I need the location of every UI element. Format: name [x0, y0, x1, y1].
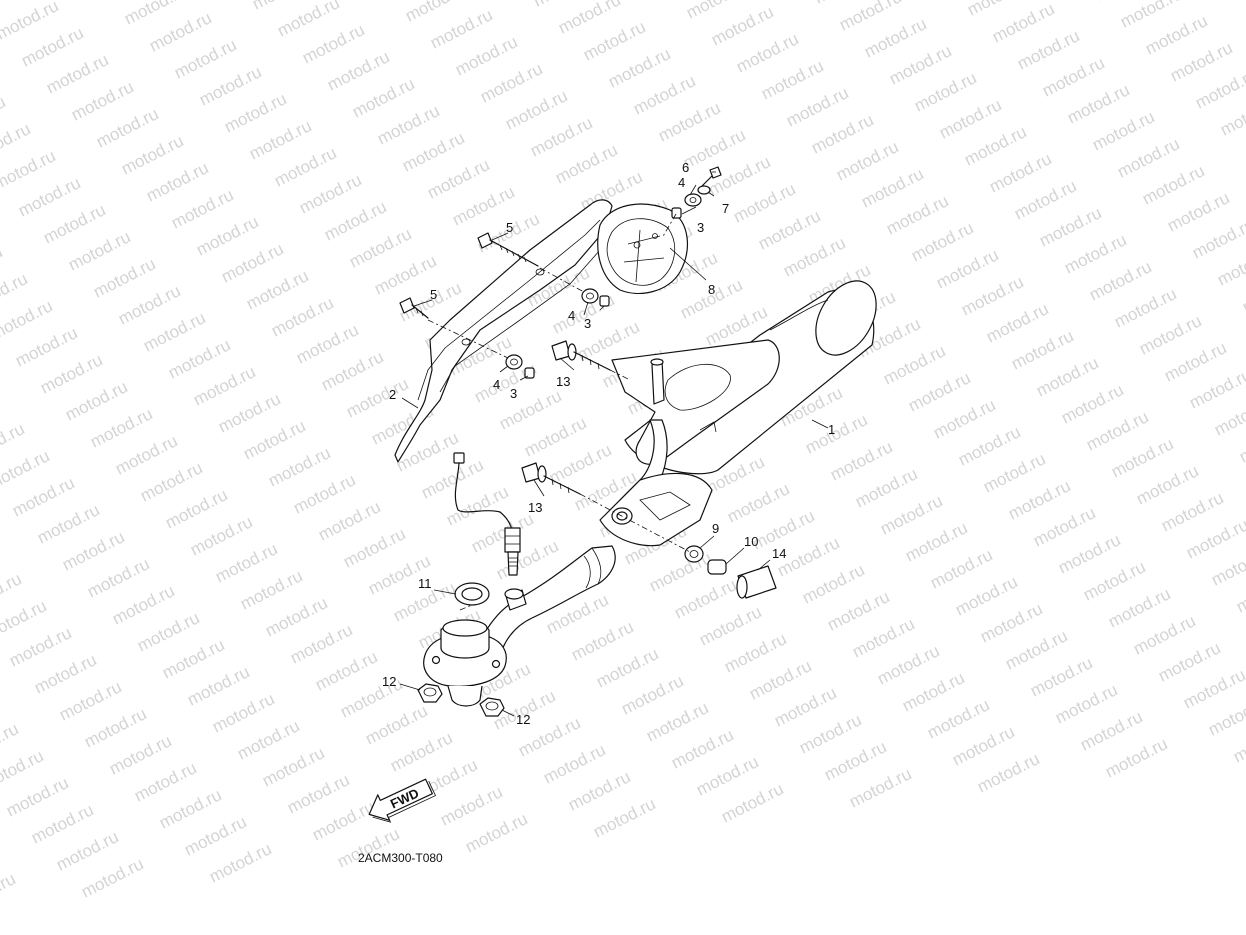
callout-4-mid: 4 [568, 308, 575, 323]
callout-9: 9 [712, 521, 719, 536]
bolt-5-upper [477, 232, 539, 267]
heat-protector-part [394, 199, 688, 463]
callout-8: 8 [708, 282, 715, 297]
alignment-lines [427, 213, 691, 611]
callout-labels: 1 2 3 3 3 4 4 4 5 5 6 7 8 9 10 11 12 12 … [382, 160, 835, 727]
callout-5-lower: 5 [430, 287, 437, 302]
callout-4-upper-right: 4 [678, 175, 685, 190]
muffler-part [423, 280, 877, 707]
callout-12-right: 12 [516, 712, 530, 727]
callout-4-lower: 4 [493, 377, 500, 392]
watermark-text: motod.ru [462, 809, 530, 856]
watermark-text: motod.ru [0, 869, 19, 916]
callout-12-left: 12 [382, 674, 396, 689]
fasteners [399, 166, 777, 717]
callout-3-upper-right: 3 [697, 220, 704, 235]
callout-13-upper: 13 [556, 374, 570, 389]
callout-6: 6 [682, 160, 689, 175]
fwd-label: FWD [388, 785, 421, 811]
bolt-5-lower [399, 297, 429, 319]
watermark-text: motod.ru [590, 794, 658, 841]
callout-leaders [399, 171, 829, 717]
watermark-text: motod.ru [846, 764, 914, 811]
oxygen-sensor [453, 452, 521, 576]
fwd-arrow-icon: FWD [368, 778, 436, 823]
callout-3-mid: 3 [584, 316, 591, 331]
callout-13-lower: 13 [528, 500, 542, 515]
callout-1: 1 [828, 422, 835, 437]
watermark-text: motod.ru [78, 854, 146, 901]
watermark-text: motod.ru [1180, 665, 1246, 712]
watermark-text: motod.ru [718, 779, 786, 826]
watermark-text: motod.ru [206, 839, 274, 886]
bolt-13-upper [551, 340, 611, 371]
watermark-text: motod.ru [974, 749, 1042, 796]
diagram-code: 2ACM300-T080 [358, 851, 443, 865]
callout-2: 2 [389, 387, 396, 402]
callout-3-lower: 3 [510, 386, 517, 401]
watermark-text: motod.ru [1102, 734, 1170, 781]
callout-5-upper: 5 [506, 220, 513, 235]
callout-11: 11 [418, 576, 432, 591]
callout-14: 14 [772, 546, 786, 561]
callout-7: 7 [722, 201, 729, 216]
callout-10: 10 [744, 534, 758, 549]
bolt-13-lower [521, 462, 581, 495]
